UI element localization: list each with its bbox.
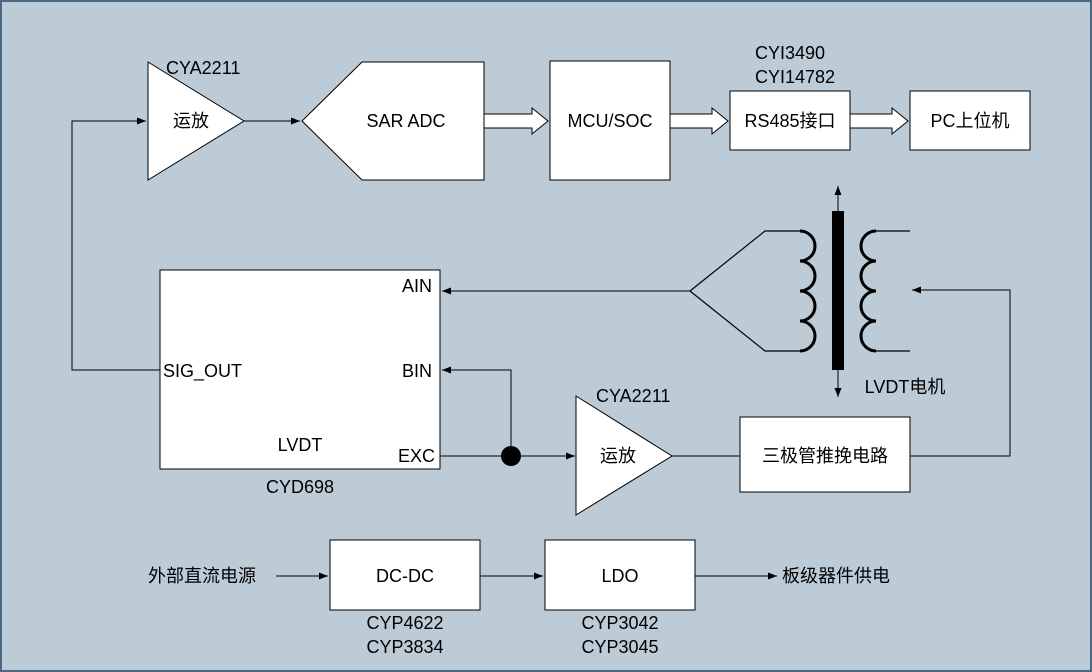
amp-2-label: 运放 <box>600 446 636 466</box>
rs485-part-1: CYI3490 <box>755 43 825 63</box>
pc-block <box>909 90 1031 151</box>
lvdt-chip-pin-sig-out: SIG_OUT <box>163 361 242 382</box>
rs485-label: RS485接口 <box>744 111 835 131</box>
adc-label: SAR ADC <box>366 111 445 131</box>
driver-block <box>739 416 911 493</box>
load-label: 板级器件供电 <box>782 566 890 586</box>
sensor-label: LVDT电机 <box>865 377 946 397</box>
rs485-part-2: CYI14782 <box>755 67 835 87</box>
lvdt-chip-pin-bin: BIN <box>402 361 432 381</box>
node-to-bin-wire <box>442 366 512 456</box>
amp-1-triangle <box>147 61 245 181</box>
driver-label: 三极管推挽电路 <box>762 446 888 466</box>
power-source-label: 外部直流电源 <box>148 566 256 586</box>
driver-to-sensor-wire <box>910 286 1011 457</box>
amp-2-part: CYA2211 <box>596 386 670 406</box>
secondary-lead-bottom <box>689 290 800 352</box>
dcdc-part-1: CYP4622 <box>366 613 443 633</box>
sig-out-to-amp-1-wire <box>71 117 160 371</box>
rs485-to-pc-arrow <box>849 106 909 136</box>
lvdt-chip-pin-exc: EXC <box>398 446 435 466</box>
lvdt-chip-name: LVDT <box>278 435 323 455</box>
dcdc-label: DC-DC <box>376 566 434 586</box>
adc-to-mcu-arrow <box>483 106 549 136</box>
rs485-block <box>729 90 851 151</box>
primary-coil <box>859 229 877 353</box>
lvdt-sensor-symbol <box>689 186 910 397</box>
amp-1-part: CYA2211 <box>166 58 240 78</box>
sensor-core <box>832 211 844 370</box>
ldo-part-1: CYP3042 <box>581 613 658 633</box>
amp-2-triangle <box>575 395 673 516</box>
pc-label: PC上位机 <box>930 111 1009 131</box>
ldo-label: LDO <box>601 566 638 586</box>
mcu-to-rs485-arrow <box>669 106 729 136</box>
secondary-coil <box>799 229 817 353</box>
mcu-label: MCU/SOC <box>568 111 653 131</box>
lvdt-chip-pin-ain: AIN <box>402 276 432 296</box>
dcdc-part-2: CYP3834 <box>366 637 443 657</box>
mcu-block <box>549 60 671 181</box>
lvdt-chip-block <box>159 269 441 470</box>
dcdc-block <box>329 539 481 611</box>
secondary-lead-top <box>689 230 800 292</box>
ldo-block <box>544 539 696 611</box>
lvdt-chip-part: CYD698 <box>266 477 334 497</box>
ldo-part-2: CYP3045 <box>581 637 658 657</box>
amp-1-label: 运放 <box>173 111 209 131</box>
